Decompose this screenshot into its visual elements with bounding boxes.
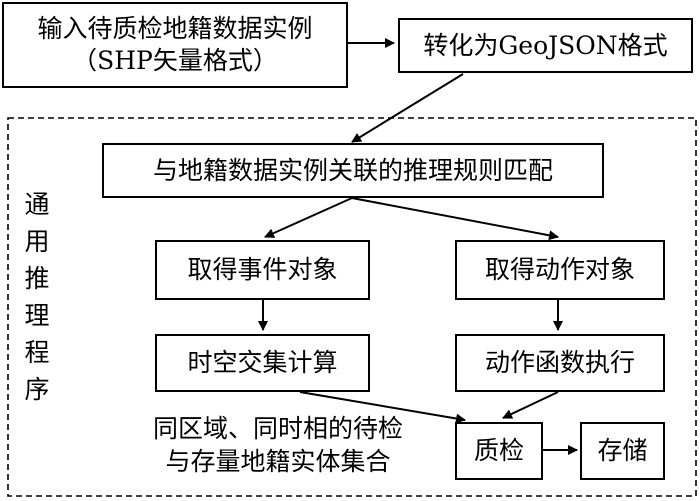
convert-box-label: 转化为GeoJSON格式 bbox=[423, 30, 668, 60]
input-box: 输入待质检地籍数据实例 （SHP矢量格式） bbox=[2, 2, 348, 88]
compute-label: 时空交集计算 bbox=[187, 348, 338, 377]
match-box: 与地籍数据实例关联的推理规则匹配 bbox=[102, 143, 604, 198]
input-box-line1: 输入待质检地籍数据实例 bbox=[37, 14, 313, 43]
action-exec-label: 动作函数执行 bbox=[484, 348, 635, 377]
arrow-match-to-event bbox=[264, 197, 353, 238]
match-box-label: 与地籍数据实例关联的推理规则匹配 bbox=[152, 155, 553, 185]
input-box-line2: （SHP矢量格式） bbox=[72, 46, 278, 75]
get-event-label: 取得事件对象 bbox=[187, 255, 338, 284]
arrow-exec-to-qc bbox=[502, 391, 559, 419]
quality-check-label: 质检 bbox=[473, 436, 524, 465]
program-frame-label: 通 用 推 理 程 序 bbox=[24, 190, 50, 404]
action-exec-box: 动作函数执行 bbox=[455, 334, 665, 392]
get-action-box: 取得动作对象 bbox=[455, 240, 665, 300]
arrow-annotation: 同区域、同时相的待检 与存量地籍实体集合 bbox=[118, 412, 438, 478]
arrow-compute-to-qc bbox=[299, 391, 466, 424]
program-frame bbox=[7, 117, 697, 497]
convert-box: 转化为GeoJSON格式 bbox=[398, 18, 693, 73]
get-event-box: 取得事件对象 bbox=[155, 240, 370, 300]
arrow-convert-to-match bbox=[351, 73, 464, 143]
quality-check-box: 质检 bbox=[455, 422, 543, 480]
get-action-label: 取得动作对象 bbox=[484, 255, 635, 284]
store-label: 存储 bbox=[597, 436, 648, 465]
store-box: 存储 bbox=[580, 422, 665, 480]
annotation-line2: 与存量地籍实体集合 bbox=[165, 447, 391, 476]
annotation-line1: 同区域、同时相的待检 bbox=[152, 414, 403, 443]
arrow-match-to-action bbox=[351, 197, 559, 241]
compute-box: 时空交集计算 bbox=[155, 334, 370, 392]
